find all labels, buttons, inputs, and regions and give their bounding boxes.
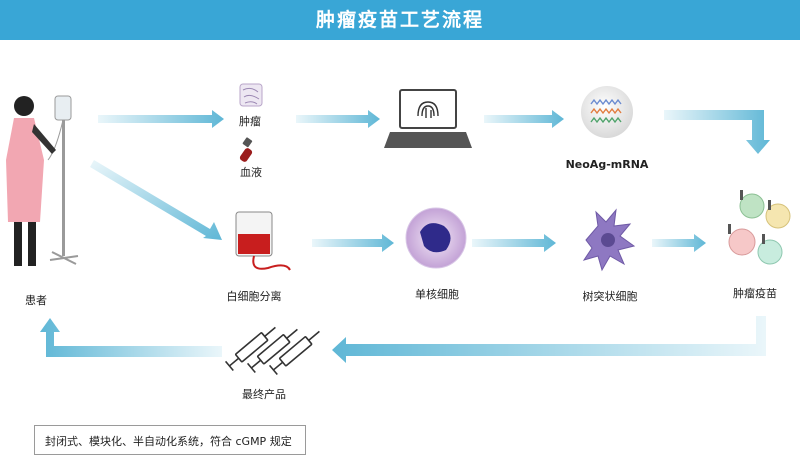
tumor-icon: [239, 83, 263, 107]
compliance-note-text: 封闭式、模块化、半自动化系统，符合 cGMP 规定: [45, 435, 292, 448]
arrow-vaccine-to-product: [332, 316, 766, 363]
label-dendritic: 树突状细胞: [582, 290, 638, 303]
blood-tube-icon: [239, 137, 253, 162]
label-patient: 患者: [25, 294, 47, 307]
arrow-monocyte-to-dendritic: [472, 234, 556, 252]
arrow-laptop-to-mrna: [484, 110, 564, 128]
arrow-dendritic-to-vaccine: [652, 234, 706, 252]
arrow-patient-to-tumor: [98, 110, 224, 128]
vaccine-cells-icon: [728, 190, 791, 265]
arrow-leukapheresis-to-monocyte: [312, 234, 394, 252]
monocyte-icon: [405, 207, 467, 269]
patient-icon: [6, 95, 79, 266]
label-leukapheresis: 白细胞分离: [226, 290, 282, 303]
dendritic-cell-icon: [582, 208, 636, 272]
arrow-patient-to-leukapheresis: [90, 160, 222, 240]
mrna-icon: [581, 86, 633, 138]
syringes-icon: [224, 326, 320, 376]
label-vaccine: 肿瘤疫苗: [733, 287, 777, 300]
blood-bag-icon: [235, 211, 291, 271]
label-product: 最终产品: [242, 388, 286, 401]
laptop-fingerprint-icon: [384, 89, 472, 148]
arrow-mrna-to-vaccine: [664, 110, 770, 154]
label-mrna: NeoAg-mRNA: [565, 158, 649, 171]
arrow-product-to-patient: [40, 318, 222, 357]
label-monocyte: 单核细胞: [415, 288, 459, 301]
label-tumor: 肿瘤: [239, 115, 261, 128]
compliance-note: 封闭式、模块化、半自动化系统，符合 cGMP 规定: [34, 425, 306, 455]
arrow-tumor-to-laptop: [296, 110, 380, 128]
label-blood: 血液: [240, 166, 262, 179]
title-bar: 肿瘤疫苗工艺流程: [0, 0, 800, 40]
page-title: 肿瘤疫苗工艺流程: [315, 9, 484, 31]
